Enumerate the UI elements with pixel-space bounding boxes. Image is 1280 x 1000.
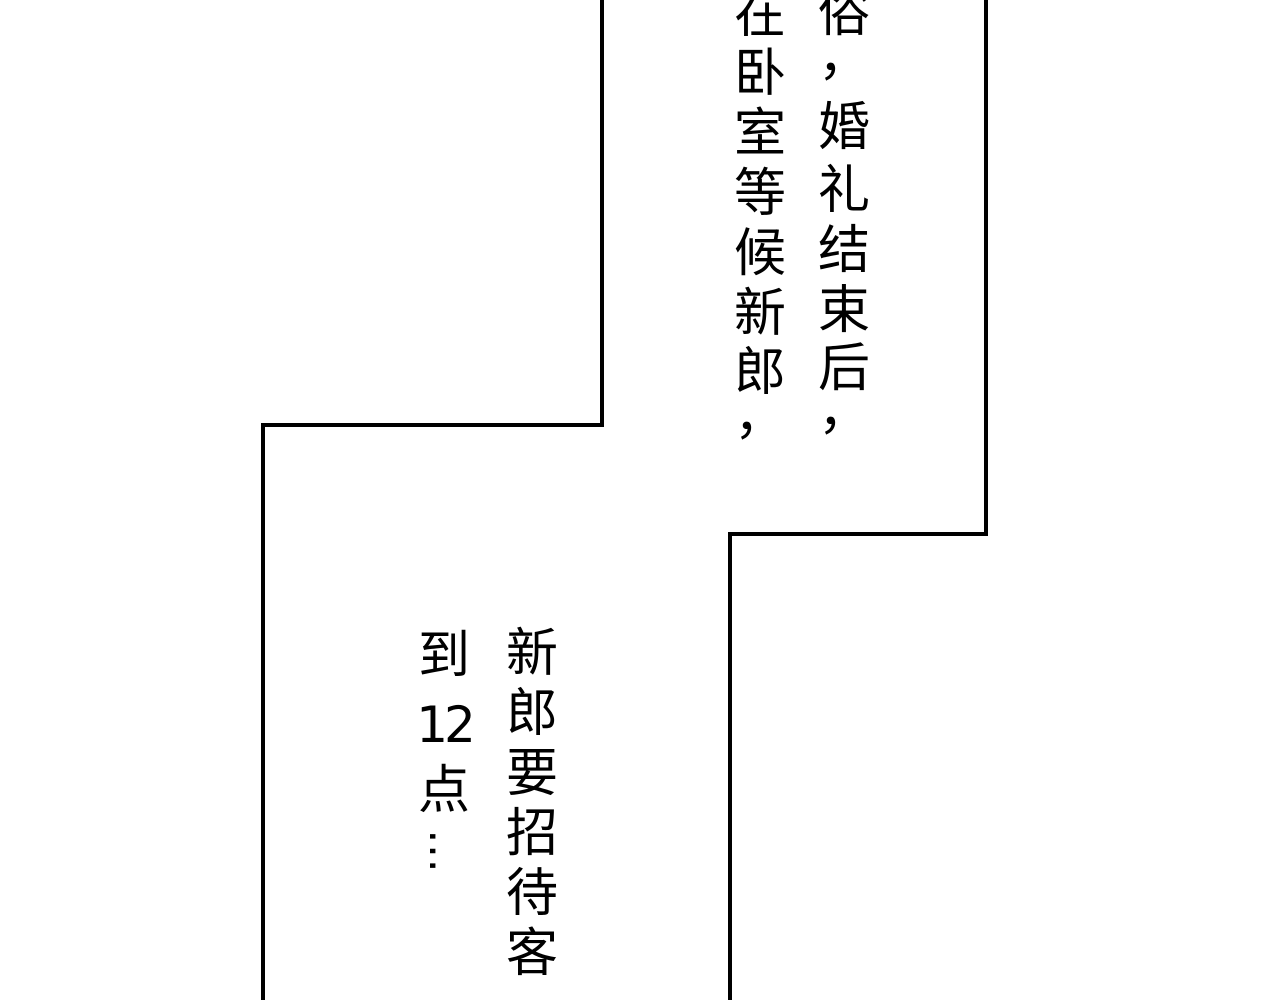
caption-char: 结 [817,221,870,281]
lower-panel-border [728,0,988,1000]
caption-char: 等 [733,164,786,224]
caption-char: 候 [733,224,786,284]
caption-char: 点 [417,761,470,821]
caption-char: 俗 [817,0,870,44]
caption-char: 礼 [817,161,870,221]
caption-char: 卧 [733,44,786,104]
caption-char: 后 [817,339,870,399]
caption-2-left-column: 到 12 点 … [414,624,476,884]
caption-char: 室 [733,104,786,164]
caption-char: 招 [505,804,558,864]
caption-char: 要 [505,744,558,804]
caption-1-right-column: 俗 ， 婚 礼 结 束 后 ， [814,0,874,449]
caption-char: 新 [505,624,558,684]
caption-char: 新 [733,284,786,344]
caption-char: 到 [417,626,470,686]
caption-char: ， [817,28,870,88]
caption-char: 在 [733,0,786,45]
caption-char: 待 [505,864,558,924]
caption-char: 郎 [505,684,558,744]
caption-number: 12 [416,696,476,754]
caption-char: ， [733,387,786,447]
upper-panel-border [261,0,604,1000]
caption-char: 客 [505,924,558,984]
caption-char: 束 [817,281,870,341]
caption-1-left-column: 在 卧 室 等 候 新 郎 ， [730,0,790,454]
caption-ellipsis: … [419,829,470,875]
caption-char: ， [817,382,870,442]
caption-2-right-column: 新 郎 要 招 待 客 [502,624,562,984]
caption-char: 郎 [733,343,786,403]
caption-char: 婚 [817,98,870,158]
